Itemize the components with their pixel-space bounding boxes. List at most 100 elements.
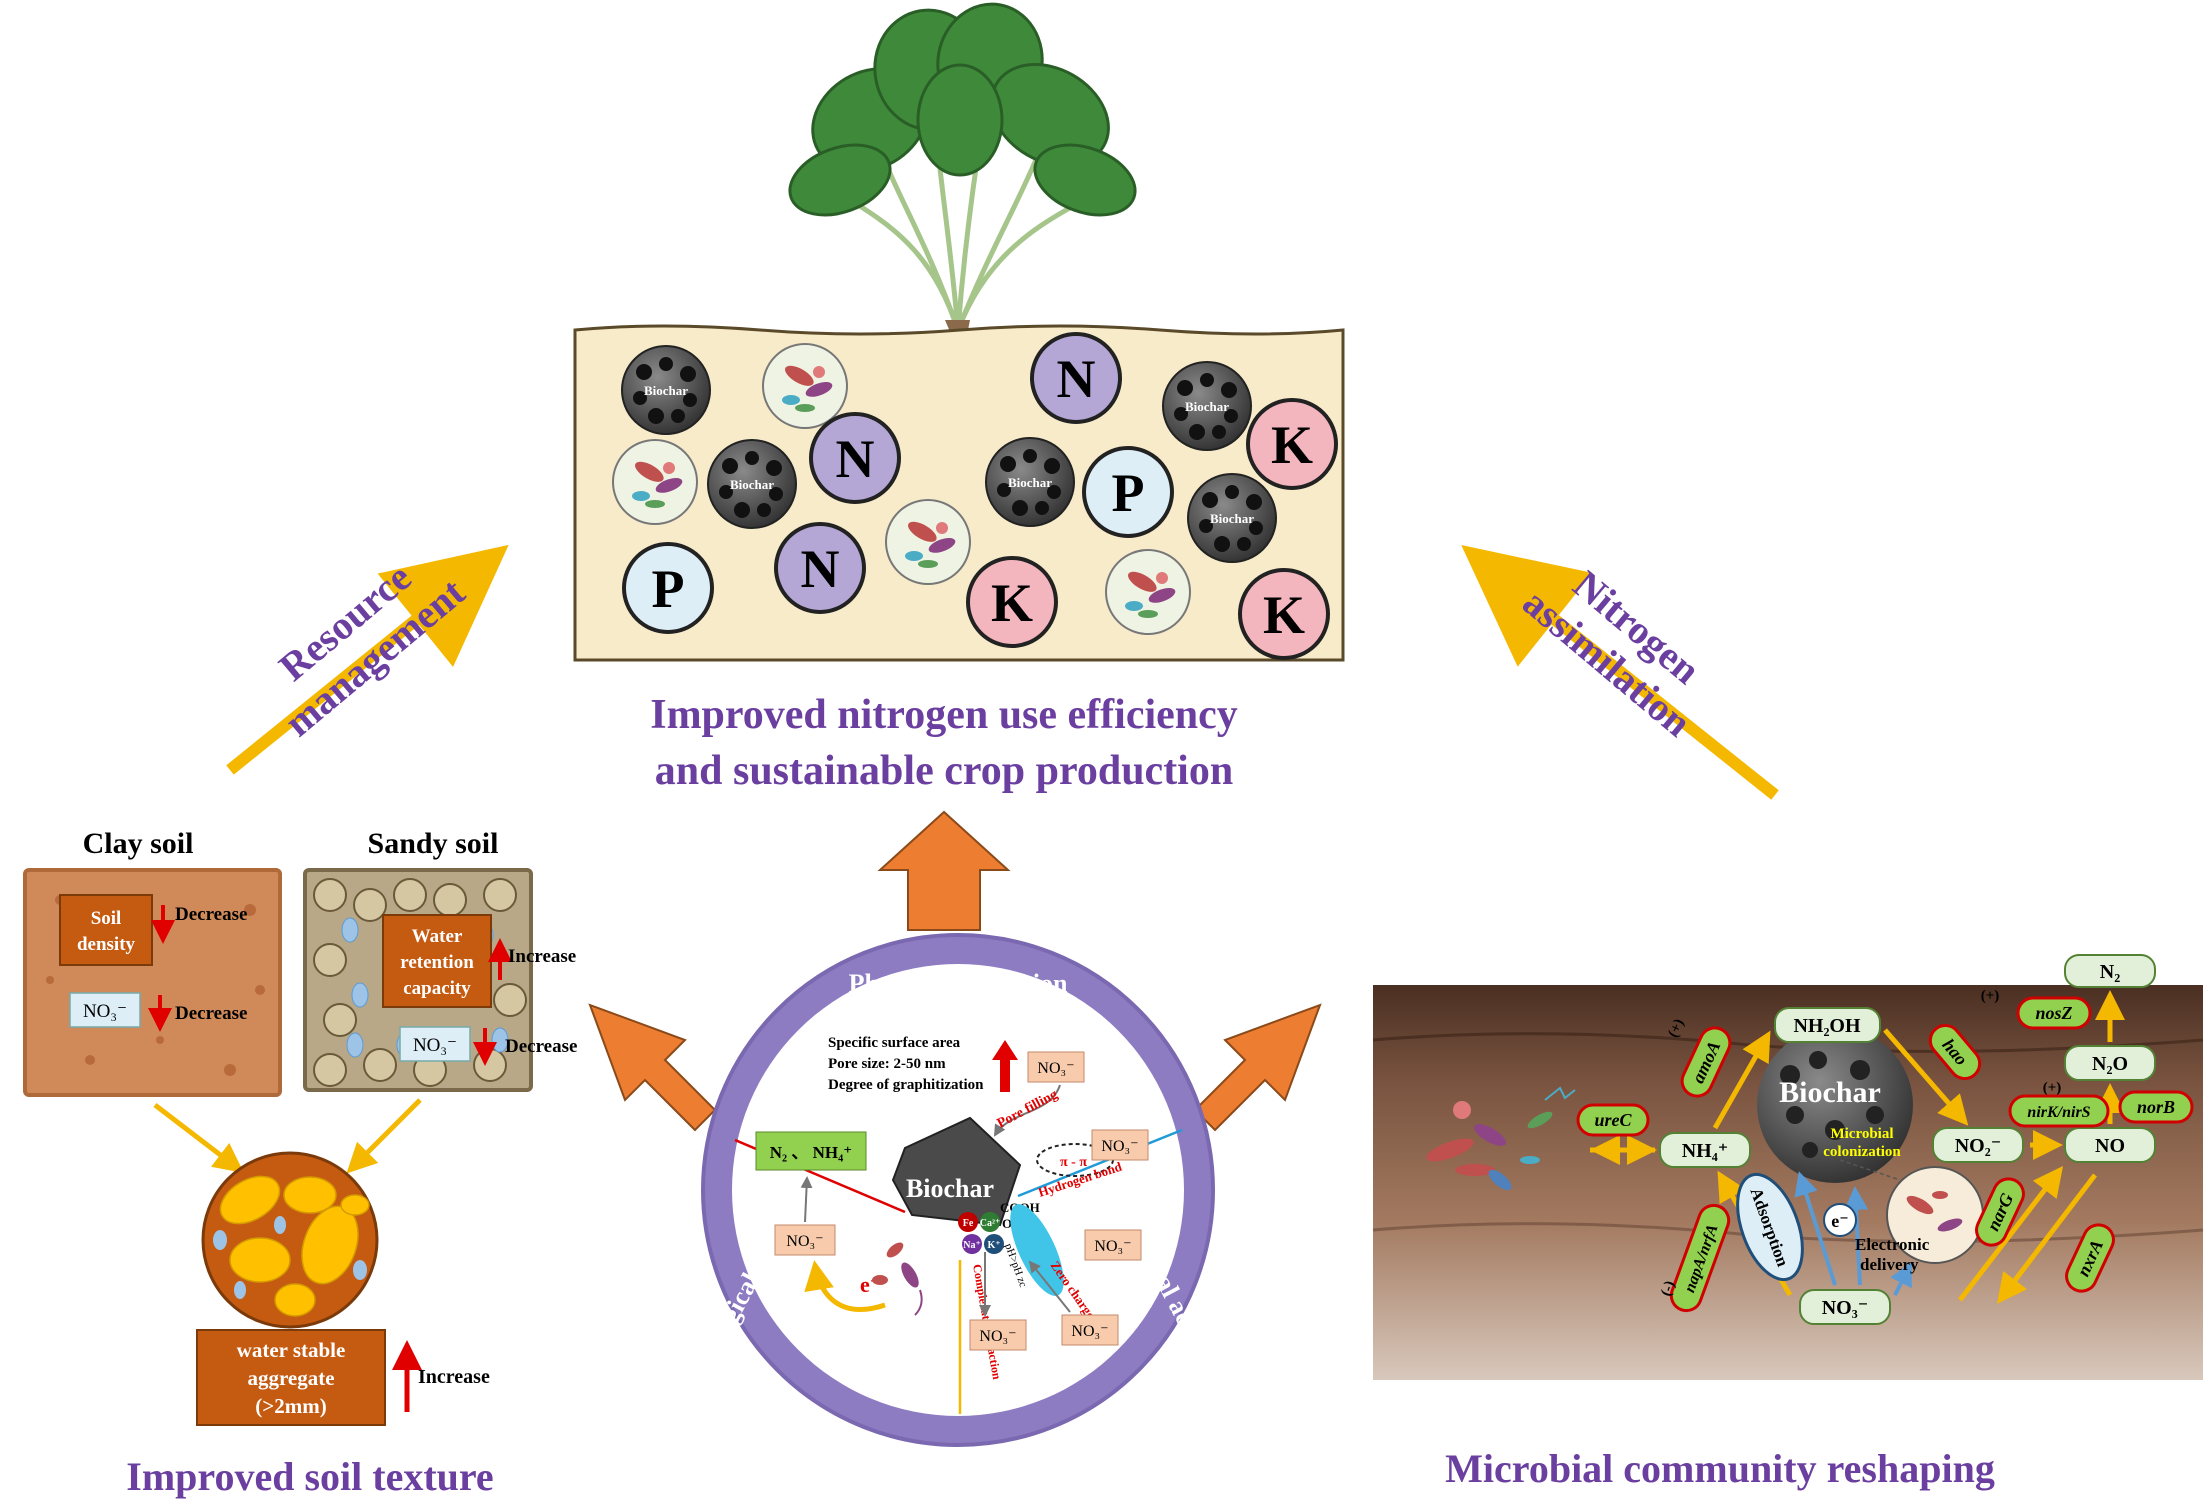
biochar-label: Biochar [1185, 399, 1229, 414]
biochar-label: Biochar [1008, 475, 1052, 490]
no3-label: NO₃⁻ [83, 1001, 127, 1022]
orange-arrows [588, 810, 1322, 1132]
node-no3 [1799, 1289, 1891, 1325]
flow-arrow [993, 1084, 1061, 1137]
nitrogen-letter: N [1057, 349, 1096, 409]
no3-label: NO₃⁻ [1071, 1323, 1108, 1340]
electronic-delivery-line1: Electronic [1855, 1235, 1930, 1254]
ion-label: Fe [963, 1218, 974, 1229]
flow-arrow [800, 1176, 813, 1223]
n2-nh4-box [755, 1131, 867, 1171]
microbe-cluster [1105, 549, 1191, 635]
nitrogen-circle: N [774, 522, 866, 614]
gene-nirk: nirK/nirS [2008, 1094, 2110, 1128]
resource-management-arrow [226, 544, 509, 775]
node-no2 [1932, 1127, 2024, 1163]
soil-density-line1: Soil [91, 908, 122, 929]
node-n2-label: N₂ [2100, 961, 2120, 983]
colonization-line2: colonization [1823, 1144, 1901, 1160]
crop-plant [788, 2, 1137, 456]
ion-label: Na⁺ [963, 1240, 981, 1251]
gene-nirk-label: nirK/nirS [2027, 1104, 2090, 1121]
ion-label: Ca²⁺ [980, 1218, 1001, 1229]
no3-box [1091, 1129, 1149, 1161]
sandy-soil-block: Water retention capacity Increase NO₃⁻ D… [303, 868, 577, 1092]
no3-label: NO₃⁻ [786, 1233, 823, 1250]
water-retention-line2: retention [400, 952, 474, 973]
gene-hao: hao [1928, 1024, 1982, 1080]
flow-arrow [153, 1103, 244, 1174]
nitrogen-circle: N [809, 412, 901, 504]
gene-narg: narG [1975, 1177, 2025, 1247]
node-no [2064, 1127, 2156, 1163]
gene-urec: ureC [1576, 1103, 1650, 1137]
biochar-label: Biochar [644, 383, 688, 398]
potassium-circle: K [966, 556, 1058, 648]
no3-label: NO₃⁻ [1037, 1060, 1074, 1077]
orange-arrow-left [588, 1003, 717, 1132]
aggregate-circle [201, 1151, 379, 1329]
increase-arrow [992, 1040, 1018, 1092]
gene-nosz: nosZ [2016, 996, 2092, 1030]
water-retention-box [382, 914, 492, 1008]
graphitization-text: Degree of graphitization [828, 1077, 984, 1093]
soil-density-line2: density [77, 934, 136, 955]
soil-density-box [59, 894, 153, 966]
node-nh2oh [1774, 1007, 1881, 1043]
soil-texture-panel: Clay soil Sandy soil Soil density Decrea… [23, 827, 577, 1499]
no3-box [399, 1026, 471, 1062]
flow-arrow [346, 1098, 422, 1174]
electron-text: e⁻ [1831, 1211, 1849, 1231]
potassium-letter: K [1263, 585, 1305, 645]
biochar-label: Biochar [1210, 511, 1254, 526]
phpzc-ellipse [1010, 1204, 1064, 1296]
no3-label: NO₃⁻ [413, 1035, 457, 1056]
pi-pi-label: π - π [1060, 1155, 1087, 1170]
phosphorus-letter: P [652, 559, 685, 619]
biochar-particles: Biochar Biochar Biochar Biochar Biochar [621, 345, 1277, 563]
nitrogen-circle: N [1030, 332, 1122, 424]
phosphorus-circle: P [622, 542, 714, 634]
water-retention-line3: capacity [403, 978, 471, 999]
nitrogen-assimilation-arrow [1461, 545, 1779, 800]
no3-box [69, 992, 141, 1028]
colonization-line1: Microbial [1830, 1126, 1893, 1142]
gene-urec-label: ureC [1594, 1110, 1632, 1130]
no3-box [1027, 1051, 1085, 1083]
no3-box [1061, 1314, 1119, 1346]
aggregate-line3: (>2mm) [255, 1394, 326, 1418]
microbe-cluster [762, 343, 848, 429]
resource-management-label: Resource management [270, 554, 473, 745]
decrease-label: Decrease [175, 904, 247, 925]
divider-line [1017, 1128, 1183, 1198]
nitrogen-letter: N [836, 429, 875, 489]
electron-circle [1823, 1203, 1857, 1237]
no3-label: NO₃⁻ [1101, 1138, 1138, 1155]
aggregate-line1: water stable [237, 1338, 346, 1362]
potassium-letter: K [1271, 415, 1313, 475]
nitrogen-letter: N [801, 539, 840, 599]
no3-label: NO₃⁻ [979, 1328, 1016, 1345]
flow-arrow [1844, 1186, 1869, 1286]
potassium-letter: K [991, 573, 1033, 633]
node-n2 [2064, 954, 2156, 988]
clay-soil-block: Soil density Decrease NO₃⁻ Decrease [23, 868, 282, 1097]
ion-label: K⁺ [987, 1240, 1000, 1251]
soil-texture-caption: Improved soil texture [126, 1454, 493, 1499]
microbe-cluster [612, 439, 698, 525]
metal-ions: Fe Ca²⁺ Na⁺ K⁺ [958, 1212, 1004, 1254]
flow-arrow [804, 1260, 886, 1312]
no3-box [969, 1319, 1027, 1351]
main-title-line1: Improved nitrogen use efficiency [650, 692, 1238, 738]
aggregate-box [196, 1329, 386, 1426]
biochar-center-label: Biochar [906, 1174, 994, 1203]
water-retention-line1: Water [412, 926, 463, 947]
node-no3-label: NO₃⁻ [1822, 1297, 1869, 1319]
plus-sign: (+) [1665, 1017, 1687, 1041]
node-nh2oh-label: NH₂OH [1793, 1015, 1861, 1037]
adsorption-ellipse [1736, 1172, 1804, 1282]
microbial-panel: Biochar Microbial colonization N₂ NH₂OH … [1372, 954, 2204, 1491]
microbial-caption: Microbial community reshaping [1445, 1446, 1995, 1491]
biochar-particle: Biochar [621, 345, 711, 435]
